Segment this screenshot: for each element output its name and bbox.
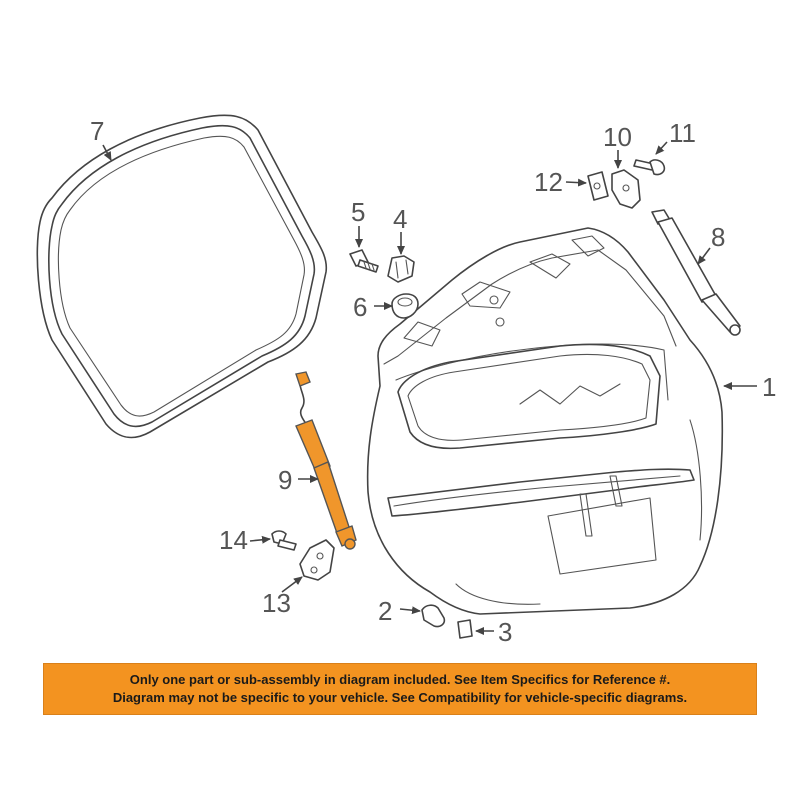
callout-8: 8 (711, 222, 725, 252)
part-8-support-strut (651, 209, 741, 336)
part-13-hinge-bracket (299, 539, 335, 581)
part-2-bumper (421, 604, 446, 628)
callout-12: 12 (534, 167, 563, 197)
callout-7: 7 (90, 116, 104, 146)
notice-line-2: Diagram may not be specific to your vehi… (112, 690, 688, 705)
part-5-bolt (349, 249, 379, 273)
part-14-bolt (271, 530, 297, 551)
part-12-plate (587, 171, 609, 201)
callout-14: 14 (219, 525, 248, 555)
callout-3: 3 (498, 617, 512, 647)
part-3-clip (457, 619, 473, 639)
callout-11: 11 (669, 118, 696, 148)
notice-line-1: Only one part or sub-assembly in diagram… (129, 672, 671, 687)
part-11-bolt (633, 159, 666, 176)
part-10-hinge (611, 169, 641, 209)
callout-2: 2 (378, 596, 392, 626)
callout-labels: 1 2 3 4 5 6 7 8 9 10 11 12 13 14 (90, 116, 776, 647)
part-6-nut (391, 293, 419, 319)
callout-9: 9 (278, 465, 292, 495)
callout-10: 10 (603, 122, 632, 152)
callout-6: 6 (353, 292, 367, 322)
part-7-weatherstrip (36, 114, 328, 439)
callout-5: 5 (351, 197, 365, 227)
notice-banner: Only one part or sub-assembly in diagram… (43, 663, 757, 715)
callout-13: 13 (262, 588, 291, 618)
callout-1: 1 (762, 372, 776, 402)
leader-arrows (102, 141, 757, 635)
part-9-lift-support (295, 371, 357, 550)
callout-4: 4 (393, 204, 407, 234)
part-4-bracket (387, 255, 415, 283)
part-1-liftgate (366, 227, 724, 615)
